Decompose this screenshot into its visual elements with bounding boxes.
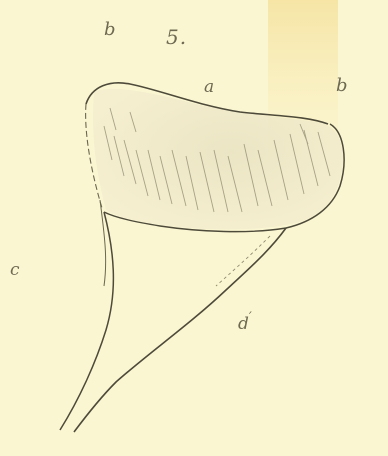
label-c: c <box>10 262 20 279</box>
label-d-prime: d′ <box>238 316 252 333</box>
label-a: a <box>204 79 214 96</box>
label-prime-mark: ′ <box>249 310 252 325</box>
label-b-top: b <box>104 21 116 39</box>
label-d: d <box>238 314 249 334</box>
stem-shading-line <box>216 236 270 286</box>
figure-number: 5. <box>166 27 187 47</box>
label-b-right: b <box>336 77 348 95</box>
